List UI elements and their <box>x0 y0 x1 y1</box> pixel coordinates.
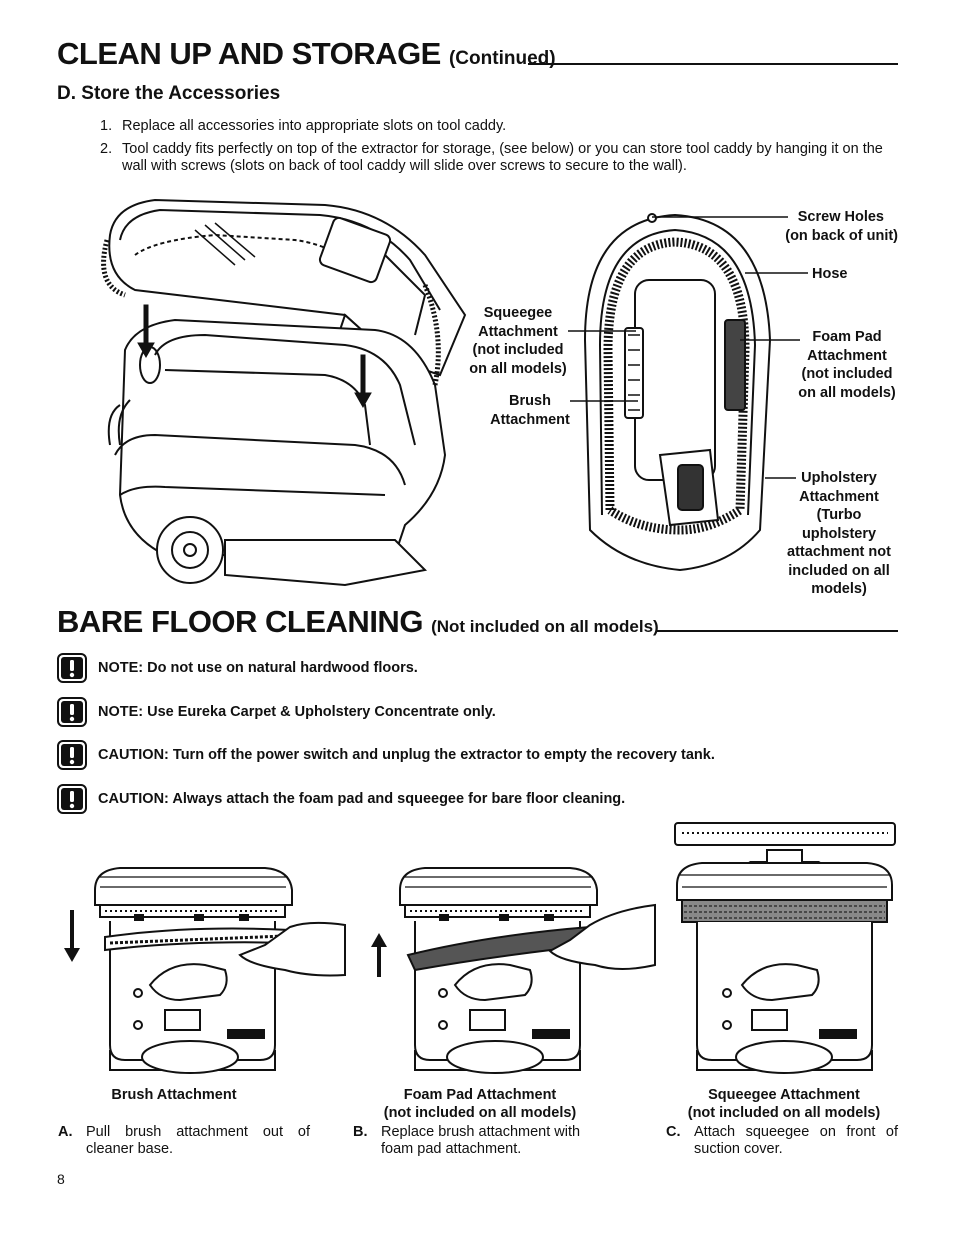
callout-line: Hose <box>812 266 848 282</box>
instruction-text: Attach squeegee on front of suction cove… <box>694 1124 898 1157</box>
squeegee-illustration <box>674 822 896 1074</box>
instruction-letter: B. <box>353 1124 368 1140</box>
caption-squeegee: Squeegee Attachment (not included on all… <box>664 1086 904 1122</box>
step-1: 1. Replace all accessories into appropri… <box>100 118 900 136</box>
caution-foam-squeegee: CAUTION: Always attach the foam pad and … <box>98 791 626 807</box>
title-suffix: (Not included on all models) <box>431 617 659 636</box>
tool-caddy-illustration <box>583 213 772 572</box>
title-text: CLEAN UP AND STORAGE <box>57 36 441 71</box>
callout-line: models) <box>811 581 867 597</box>
callout-line: attachment not <box>787 544 891 560</box>
instruction-c: C. Attach squeegee on front of suction c… <box>666 1124 898 1160</box>
callout-line: Brush <box>509 393 551 409</box>
callout-line: Squeegee <box>483 305 553 321</box>
callout-line: Screw Holes <box>797 209 884 225</box>
warning-icon <box>57 784 87 814</box>
page-number: 8 <box>57 1171 65 1187</box>
callout-squeegee: Squeegee Attachment (not included on all… <box>462 304 574 378</box>
callout-line: Attachment <box>799 488 879 505</box>
instruction-letter: A. <box>58 1124 73 1140</box>
step-text: Tool caddy fits perfectly on top of the … <box>122 141 883 174</box>
section-title-bare-floor: BARE FLOOR CLEANING (Not included on all… <box>57 604 659 640</box>
callout-line: (not included <box>801 366 893 382</box>
callout-line: Attachment <box>490 411 570 428</box>
step-2: 2. Tool caddy fits perfectly on top of t… <box>100 141 900 177</box>
subheading-store-accessories: D. Store the Accessories <box>57 83 281 104</box>
step-number: 1. <box>100 118 113 134</box>
caption-line: (not included on all models) <box>687 1105 881 1121</box>
warning-icon <box>57 740 87 770</box>
callout-line: on all models) <box>798 384 896 401</box>
caption-foam-pad: Foam Pad Attachment (not included on all… <box>360 1086 600 1122</box>
caution-power-switch: CAUTION: Turn off the power switch and u… <box>98 747 715 763</box>
title-rule <box>656 630 898 632</box>
callout-line: Attachment <box>478 323 558 340</box>
foam-pad-illustration <box>371 867 656 1074</box>
callout-foam-pad: Foam Pad Attachment (not included on all… <box>790 328 904 402</box>
step-number: 2. <box>100 141 113 157</box>
instruction-b: B. Replace brush attachment with foam pa… <box>353 1124 607 1160</box>
step-text: Replace all accessories into appropriate… <box>122 118 507 134</box>
callout-line: Attachment <box>807 347 887 364</box>
instruction-text: Replace brush attachment with foam pad a… <box>381 1124 581 1157</box>
callout-line: Upholstery <box>801 470 877 486</box>
callout-screw-holes: Screw Holes (on back of unit) <box>776 208 898 245</box>
title-text: BARE FLOOR CLEANING <box>57 604 423 639</box>
callout-line: included on all <box>788 562 890 579</box>
instruction-a: A. Pull brush attachment out of cleaner … <box>58 1124 310 1160</box>
instruction-letter: C. <box>666 1124 681 1140</box>
note-concentrate: NOTE: Use Eureka Carpet & Upholstery Con… <box>98 704 496 720</box>
instruction-text: Pull brush attachment out of cleaner bas… <box>86 1124 310 1157</box>
callout-line: (on back of unit) <box>785 227 898 244</box>
callout-line: (not included <box>472 342 564 358</box>
caption-line: Brush Attachment <box>111 1087 237 1103</box>
warning-icon <box>57 653 87 683</box>
callout-brush: Brush Attachment <box>482 392 578 429</box>
caption-line: (not included on all models) <box>383 1105 577 1121</box>
callout-hose: Hose <box>812 265 847 284</box>
caption-line: Foam Pad Attachment <box>403 1087 557 1103</box>
callout-line: (Turbo <box>816 507 862 523</box>
caption-brush: Brush Attachment <box>88 1086 260 1104</box>
callout-line: upholstery <box>801 525 877 542</box>
note-hardwood: NOTE: Do not use on natural hardwood flo… <box>98 660 418 676</box>
title-rule <box>528 63 898 65</box>
brush-attachment-illustration <box>64 867 346 1074</box>
extractor-with-caddy-illustration <box>101 198 467 587</box>
caption-line: Squeegee Attachment <box>708 1087 860 1103</box>
callout-line: on all models) <box>469 360 567 377</box>
callout-upholstery: Upholstery Attachment (Turbo upholstery … <box>778 469 900 599</box>
callout-line: Foam Pad <box>812 329 882 345</box>
warning-icon <box>57 697 87 727</box>
